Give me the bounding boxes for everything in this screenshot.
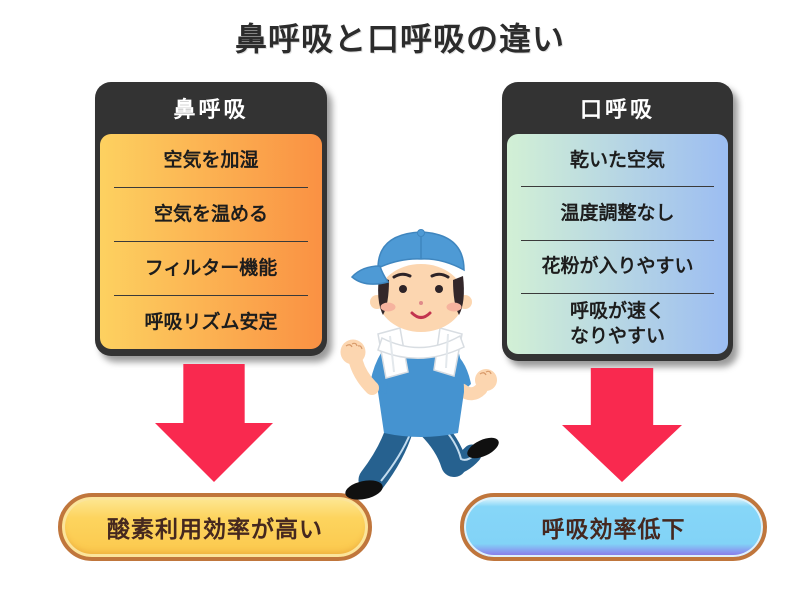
list-item: 花粉が入りやすい xyxy=(521,241,714,294)
list-item: フィルター機能 xyxy=(114,242,308,296)
list-item: 呼吸が速く なりやすい xyxy=(569,300,665,347)
list-item: 空気を温める xyxy=(114,188,308,242)
list-item: 呼吸リズム安定 xyxy=(144,311,278,334)
list-item: 空気を加湿 xyxy=(114,134,308,188)
list-item: 乾いた空気 xyxy=(521,134,714,188)
mouth-breathing-card: 口呼吸 乾いた空気 温度調整なし 花粉が入りやすい 呼吸が速く なりやすい xyxy=(502,82,733,361)
list-item: 温度調整なし xyxy=(521,187,714,241)
mouth-result-label: 呼吸効率低下 xyxy=(541,517,686,543)
nose-breathing-card: 鼻呼吸 空気を加湿 空気を温める フィルター機能 呼吸リズム安定 xyxy=(95,82,327,356)
mouth-card-body: 乾いた空気 温度調整なし 花粉が入りやすい 呼吸が速く なりやすい xyxy=(507,134,728,354)
running-man-icon xyxy=(340,229,499,500)
mouth-result-badge: 呼吸効率低下 xyxy=(460,493,767,561)
nose-card-header: 鼻呼吸 xyxy=(173,98,249,123)
down-arrow-icon xyxy=(562,368,682,482)
nose-card-body: 空気を加湿 空気を温める フィルター機能 呼吸リズム安定 xyxy=(100,134,322,349)
mouth-card-header: 口呼吸 xyxy=(579,98,655,123)
nose-result-label: 酸素利用効率が高い xyxy=(107,517,323,543)
nose-result-badge: 酸素利用効率が高い xyxy=(58,493,372,561)
down-arrow-icon xyxy=(155,364,273,482)
page-title: 鼻呼吸と口呼吸の違い xyxy=(234,20,565,58)
